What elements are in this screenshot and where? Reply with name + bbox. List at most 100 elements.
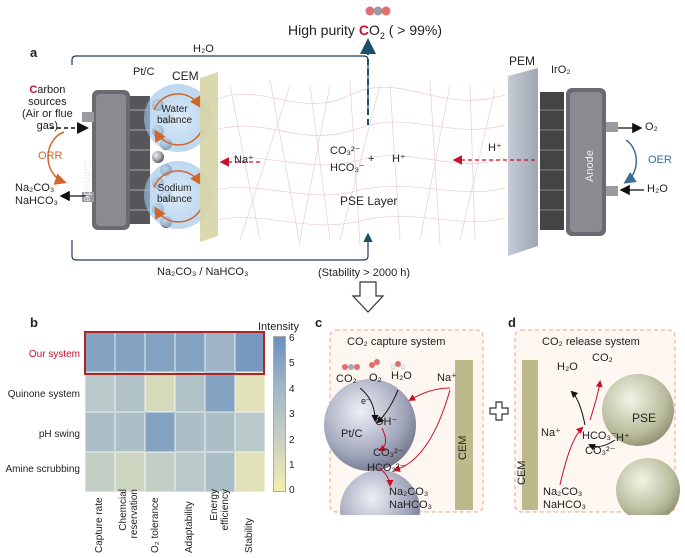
col-label-o2-tolerance: O₂ tolerance [150,497,161,553]
pse-sphere [602,374,674,446]
col-label-energy-efficiency: Energy efficiency [209,489,231,531]
colorbar-tick-1: 1 [289,460,295,471]
panel-d-letter: d [508,315,516,330]
colorbar-tick-6: 6 [289,333,295,344]
cem-membrane [200,72,218,242]
c-ptc-label: Pt/C [341,428,363,440]
heatmap-cell [145,452,175,492]
panel-d-diagram [514,329,680,515]
our-system-highlight [84,331,265,375]
heatmap-cell [205,372,235,412]
plus-icon [489,401,509,421]
colorbar-tick-4: 4 [289,384,295,395]
panel-c-letter: c [315,315,323,330]
c-hco3-label: HCO₃²⁻ [367,462,406,474]
oer-arrow [623,139,638,184]
c-oh-label: OH⁻ [375,416,398,428]
heatmap-cell [175,412,205,452]
colorbar [273,336,286,492]
heatmap-cell [85,452,115,492]
heatmap-cell [175,452,205,492]
na-plus-label: Na⁺ [234,154,254,166]
panel-c-diagram [324,329,484,515]
ptc-sphere-lower [340,470,420,515]
col-label-chemical-reservation: Chemcial reservation [118,489,140,539]
h2o-top-label: H₂O [193,43,214,55]
panel-d-title: CO₂ release system [542,336,640,348]
pem-membrane [508,68,538,256]
h2o-loop-top [71,55,369,115]
title-o: O [368,22,380,38]
cem-bar [455,360,473,510]
row-label-our-system: Our system [28,349,80,360]
heatmap-cell [115,412,145,452]
co3-center-label: CO₃²⁻ [330,145,361,157]
panel-b-letter: b [30,315,38,330]
anode-label: Anode [584,150,596,182]
c-cem-label: CEM [457,435,469,460]
pem-label: PEM [509,54,536,68]
colorbar-tick-0: 0 [289,485,295,496]
down-arrow-icon [351,281,385,313]
hco3-center-label: HCO₃⁻ [330,162,365,174]
d-h2o-label: H₂O [557,361,578,373]
product-loop-bottom [71,232,373,261]
row-label-ph-swing: pH swing [38,429,80,440]
carbon-sources-label: Carbon sources (Air or flue gas) [22,84,73,132]
heatmap-cell [235,412,265,452]
heatmap-cell [235,372,265,412]
heatmap-cell [175,332,205,372]
heatmap-cell [145,412,175,452]
col-label-adaptability: Adaptability [184,501,195,553]
pse-layer-label: PSE Layer [340,194,398,208]
d-h-plus-label: H⁺ [616,432,630,444]
heatmap-cell [205,412,235,452]
iro2-label: IrO₂ [551,64,571,76]
panel-a-diagram [47,6,644,313]
heatmap-cell [85,372,115,412]
title-end: ( > 99%) [384,22,443,38]
stability-label: (Stability > 2000 h) [318,267,411,279]
heatmap-cell [235,452,265,492]
oer-label: OER [648,154,672,166]
h-plus-right-label: H⁺ [488,142,502,154]
heatmap-cell [205,452,235,492]
cem-label: CEM [172,69,199,83]
colorbar-tick-2: 2 [289,435,295,446]
col-label-stability: Stability [244,517,255,553]
o2-label: O₂ [645,121,658,133]
c-na-plus-label: Na⁺ [437,372,457,384]
title-c: C [358,22,369,38]
c-co3-label: CO₃²⁻ [373,447,404,459]
h2o-right-label: H₂O [647,183,668,195]
pse-sphere-lower [616,458,680,515]
colorbar-tick-5: 5 [289,358,295,369]
ptc-label: Pt/C [133,66,155,78]
bottom-product-label: Na₂CO₃ / NaHCO₃ [157,266,249,278]
h-plus-center-label: H⁺ [392,153,406,165]
heatmap-cell [85,412,115,452]
title-prefix: High purity [288,22,359,38]
d-hco3-label: HCO₃⁻ [582,430,617,442]
col-label-capture-rate: Capture rate [94,497,105,553]
d-cem-label: CEM [516,460,528,485]
d-co3-label: CO₃²⁻ [585,445,616,457]
plus-label: + [368,153,375,165]
panel-c-title: CO₂ capture system [347,336,446,348]
c-electron-label: e⁻ [361,396,371,406]
heatmap-cell [115,452,145,492]
c-h2o-label: H₂O [391,370,412,382]
title-sub: 2 [379,30,385,41]
d-cem-bar [522,360,538,510]
cathode-label: Cathode [81,160,93,202]
c-o2-label: O₂ [369,372,382,384]
c-co2-label: CO₂ [336,373,357,385]
heatmap-cell [175,372,205,412]
heatmap-cell [145,372,175,412]
co2-molecule-icon [365,6,391,16]
